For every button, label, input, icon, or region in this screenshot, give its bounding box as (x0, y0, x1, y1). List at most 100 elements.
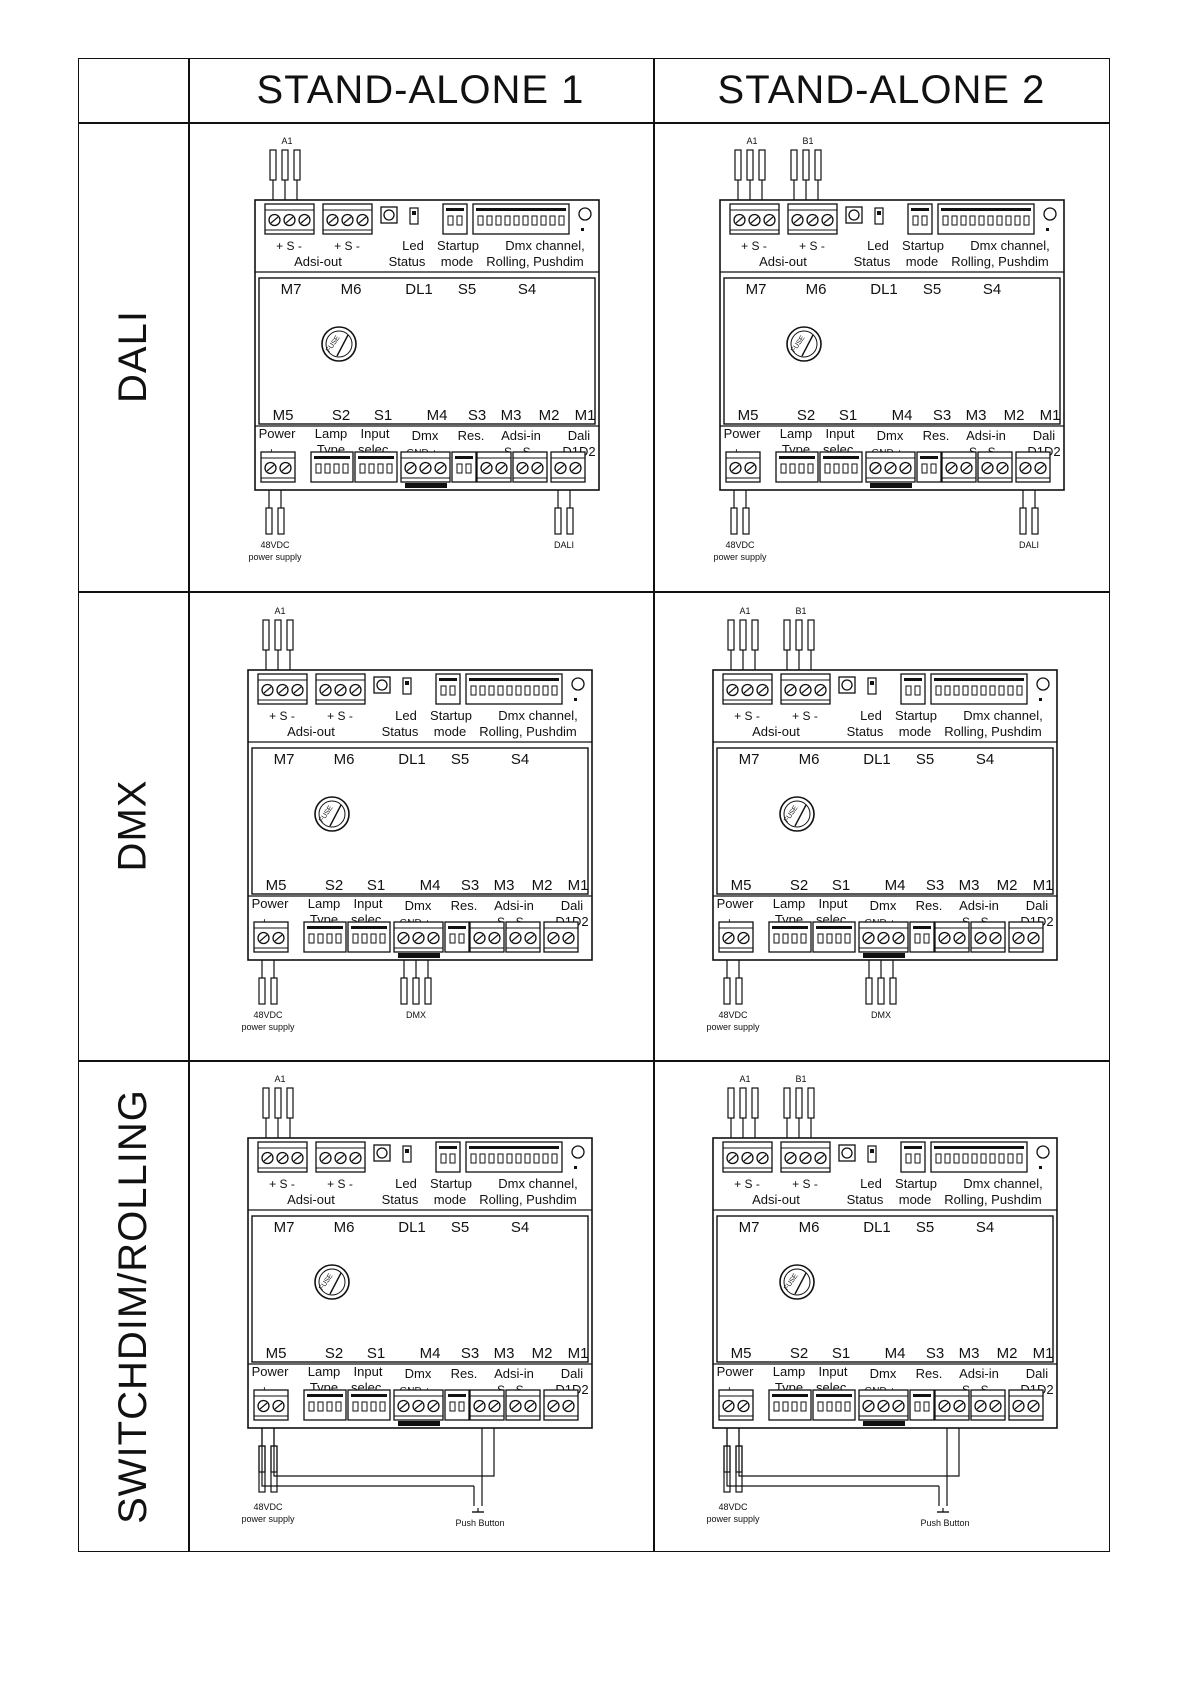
dip-toggle (447, 215, 454, 226)
module-panel (716, 1215, 1054, 1363)
component-label-m6: M6 (341, 281, 362, 298)
component-label-m1: M1 (1040, 407, 1061, 424)
screw-slot (564, 1402, 573, 1410)
dip-toggle (780, 463, 787, 474)
connector-a1-label: A1 (274, 1074, 285, 1084)
status-jumper-pin (870, 1149, 874, 1153)
fuse-ring (318, 1268, 346, 1296)
rolling-pushdim-label: Rolling, Pushdim (479, 1192, 577, 1207)
status-jumper (867, 1145, 877, 1163)
connector-a1-wire (751, 619, 759, 651)
connector-b1-wire (783, 619, 791, 651)
dip-toggle (800, 1401, 807, 1412)
component-label-m3: M3 (959, 1345, 980, 1362)
dip-toggle (449, 1153, 456, 1164)
screw-slot (886, 464, 895, 472)
dip-toggle (944, 1153, 951, 1164)
startup-label: Startup (895, 1176, 937, 1191)
dip-toggle (962, 685, 969, 696)
psu-label: power supply (248, 552, 302, 562)
dmx-label: Dmx (405, 898, 432, 913)
connector-a1-wire (727, 619, 735, 651)
mode-label: mode (899, 1192, 932, 1207)
led-icon (376, 679, 388, 691)
screw-slot (765, 216, 774, 224)
fuse-slot (801, 334, 814, 357)
dmx-wire (424, 977, 432, 1005)
dip-toggle (817, 1401, 824, 1412)
dali-wire (554, 507, 562, 535)
adsi-in-label: Adsi-in (959, 898, 999, 913)
screw-slot (263, 686, 272, 694)
lamp-label: Lamp (773, 1364, 806, 1379)
push-button-wire (738, 1428, 960, 1477)
dip-toggle (791, 933, 798, 944)
component-label-m3: M3 (501, 407, 522, 424)
dmx-label: Dmx (870, 898, 897, 913)
screw-slot (991, 934, 1000, 942)
input-label: Input (354, 896, 383, 911)
dip-toggle (370, 1401, 377, 1412)
dip-toggle (449, 933, 456, 944)
dip-toggle (488, 1153, 495, 1164)
connector-b1-wire (795, 1087, 803, 1119)
adsi-in-label: Adsi-in (494, 1366, 534, 1381)
res-label: Res. (451, 898, 478, 913)
dip-toggle (935, 685, 942, 696)
psu-voltage-label: 48VDC (253, 1010, 283, 1020)
screw-slot (259, 1402, 268, 1410)
screw-slot (321, 1154, 330, 1162)
dip-header (913, 1394, 931, 1397)
dip-toggle (905, 685, 912, 696)
screw-slot (976, 1402, 985, 1410)
fuse-icon (786, 326, 822, 362)
adsi-out-terms: + S - (792, 709, 818, 723)
dip-toggle (1005, 215, 1012, 226)
fuse-ring (783, 800, 811, 828)
dip-toggle (342, 463, 349, 474)
dip-header (934, 678, 1024, 681)
led-label: Led (860, 1176, 882, 1191)
dip-toggle (987, 215, 994, 226)
dip-toggle (980, 1153, 987, 1164)
dip-header (816, 926, 852, 929)
dip-toggle (930, 463, 937, 474)
fuse-icon (314, 1264, 350, 1300)
dip-toggle (782, 1401, 789, 1412)
lamp-label: Lamp (773, 896, 806, 911)
power-label: Power (252, 1364, 290, 1379)
dip-toggle (486, 215, 493, 226)
component-label-s3: S3 (926, 877, 944, 894)
adsi-out-label: Adsi-out (752, 724, 800, 739)
lamp-label: Lamp (308, 896, 341, 911)
dmx-channel-label: Dmx channel, (498, 1176, 577, 1191)
component-label-m4: M4 (427, 407, 448, 424)
dip-header (772, 1394, 808, 1397)
screw-slot (786, 686, 795, 694)
screw-slot (526, 1402, 535, 1410)
connector-a1-wire (262, 619, 270, 651)
component-label-s1: S1 (832, 1345, 850, 1362)
dip-toggle (470, 685, 477, 696)
mode-label: mode (441, 254, 474, 269)
dip-toggle (368, 463, 375, 474)
screw-slot (731, 464, 740, 472)
status-jumper-pin (412, 211, 416, 215)
dip-toggle (335, 933, 342, 944)
dmx-terminal-bar (398, 1421, 440, 1426)
screw-slot (743, 686, 752, 694)
dip-header (911, 208, 929, 211)
led-icon (841, 679, 853, 691)
push-button-wire (261, 1428, 474, 1487)
dip-toggle (989, 685, 996, 696)
dip-header (772, 926, 808, 929)
dip-toggle (851, 463, 858, 474)
mark (581, 228, 584, 231)
screw-slot (351, 1154, 360, 1162)
dip-toggle (542, 1153, 549, 1164)
module-panel (258, 277, 596, 425)
dip-toggle (978, 215, 985, 226)
dip-toggle (504, 215, 511, 226)
screw-slot (894, 934, 903, 942)
screw-slot (728, 686, 737, 694)
